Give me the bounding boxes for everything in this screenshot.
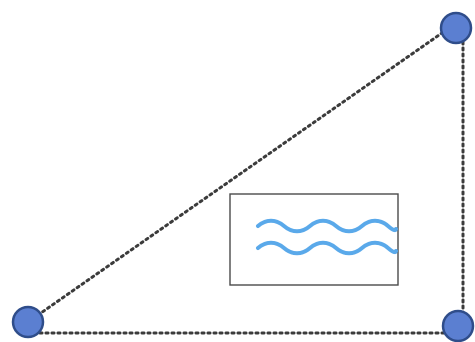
- top-right-vertex: [439, 11, 473, 45]
- hypotenuse-edge: [26, 24, 454, 324]
- water-box-frame: [229, 193, 399, 286]
- water-box: [229, 193, 399, 286]
- water-waves-icon: [256, 218, 398, 256]
- bottom-right-vertex: [441, 309, 475, 342]
- bottom-left-vertex: [11, 305, 45, 339]
